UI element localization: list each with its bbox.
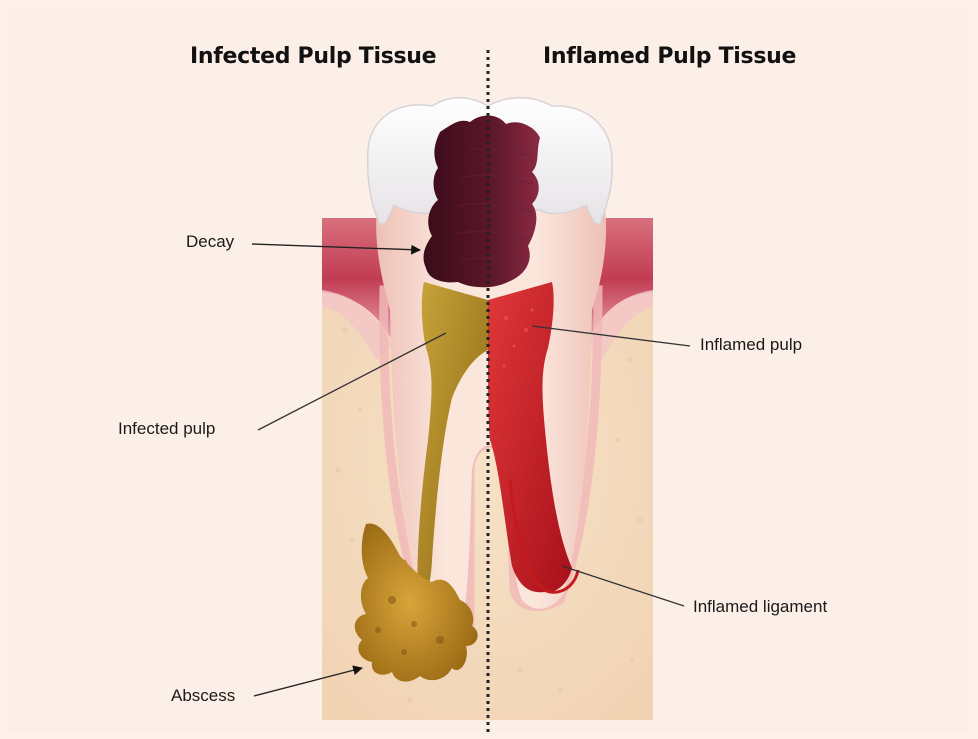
heading-inflamed-pulp-tissue: Inflamed Pulp Tissue	[543, 44, 796, 69]
label-infected-pulp: Infected pulp	[118, 419, 215, 439]
heading-infected-pulp-tissue: Infected Pulp Tissue	[190, 44, 436, 69]
label-abscess: Abscess	[171, 686, 235, 706]
decay-cavity	[424, 116, 540, 288]
label-inflamed-pulp: Inflamed pulp	[700, 335, 802, 355]
label-decay: Decay	[186, 232, 234, 252]
label-inflamed-ligament: Inflamed ligament	[693, 597, 827, 617]
